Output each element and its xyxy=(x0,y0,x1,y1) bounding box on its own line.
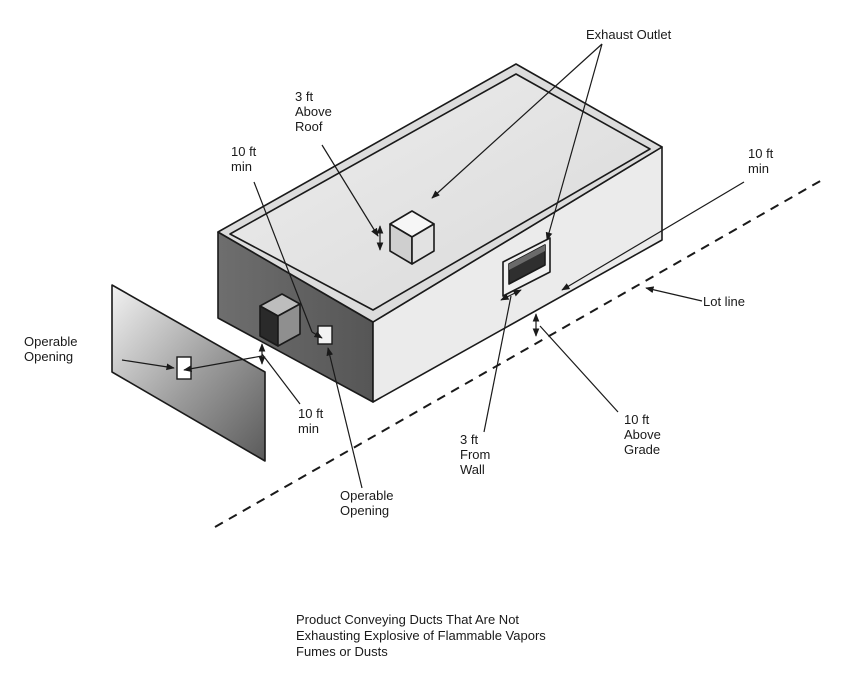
label-operable-opening-bottom: Operable Opening xyxy=(340,488,393,518)
svg-text:10 ft: 10 ft xyxy=(624,412,650,427)
left-wall-duct xyxy=(259,293,301,347)
svg-text:3 ft: 3 ft xyxy=(295,89,313,104)
svg-text:Roof: Roof xyxy=(295,119,323,134)
svg-text:Exhausting Explosive of Flamma: Exhausting Explosive of Flammable Vapors xyxy=(296,628,546,643)
svg-text:3 ft: 3 ft xyxy=(460,432,478,447)
left-wall-operable-opening xyxy=(317,325,333,345)
building xyxy=(217,63,663,403)
svg-text:Product Conveying Ducts That A: Product Conveying Ducts That Are Not xyxy=(296,612,519,627)
leader-lines xyxy=(121,43,745,489)
svg-text:Grade: Grade xyxy=(624,442,660,457)
lot-line xyxy=(214,179,823,528)
label-operable-opening-left: Operable Opening xyxy=(24,334,77,364)
svg-text:Above: Above xyxy=(624,427,661,442)
roof-exhaust-outlet xyxy=(389,210,435,265)
panel-operable-opening xyxy=(176,356,192,380)
svg-text:Operable: Operable xyxy=(24,334,77,349)
label-exhaust-outlet: Exhaust Outlet xyxy=(586,27,672,42)
label-from-wall: 3 ft From Wall xyxy=(460,432,490,477)
label-min-right: 10 ft min xyxy=(748,146,774,176)
wall-exhaust-outlet xyxy=(502,237,551,297)
label-lot-line: Lot line xyxy=(703,294,745,309)
svg-text:min: min xyxy=(748,161,769,176)
svg-text:Opening: Opening xyxy=(24,349,73,364)
svg-text:Operable: Operable xyxy=(340,488,393,503)
svg-text:10 ft: 10 ft xyxy=(231,144,257,159)
svg-text:Fumes or Dusts: Fumes or Dusts xyxy=(296,644,388,659)
svg-text:Wall: Wall xyxy=(460,462,485,477)
svg-text:min: min xyxy=(231,159,252,174)
svg-text:From: From xyxy=(460,447,490,462)
svg-text:Opening: Opening xyxy=(340,503,389,518)
building-roof xyxy=(229,73,651,311)
label-min-left: 10 ft min xyxy=(231,144,257,174)
svg-text:min: min xyxy=(298,421,319,436)
diagram-caption: Product Conveying Ducts That Are Not Exh… xyxy=(296,612,546,659)
label-above-grade: 10 ft Above Grade xyxy=(624,412,661,457)
label-above-roof: 3 ft Above Roof xyxy=(295,89,332,134)
label-min-bottom: 10 ft min xyxy=(298,406,324,436)
svg-text:10 ft: 10 ft xyxy=(298,406,324,421)
svg-text:10 ft: 10 ft xyxy=(748,146,774,161)
svg-text:Above: Above xyxy=(295,104,332,119)
